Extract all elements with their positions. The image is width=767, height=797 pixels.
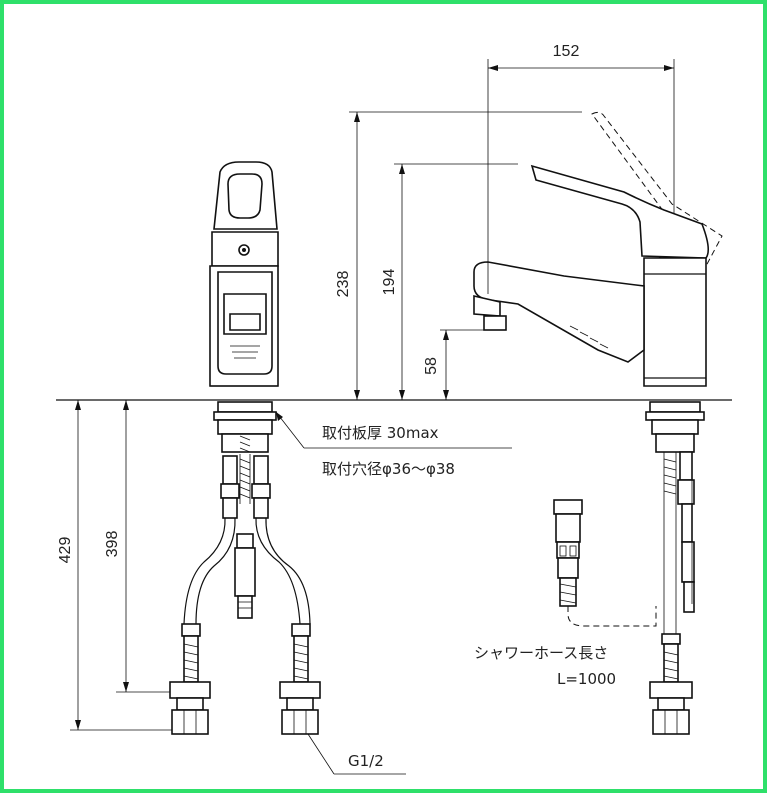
thread-callout: G1/2 (307, 733, 406, 775)
dim-429-label: 429 (57, 537, 74, 564)
dimension-398: 398 (104, 400, 170, 693)
shower-hose-callout: シャワーホース長さ L=1000 (474, 644, 616, 688)
dim-58-label: 58 (423, 357, 440, 375)
dim-194-label: 194 (381, 269, 398, 296)
dimension-152: 152 (487, 43, 675, 294)
shower-hose-l-label: L=1000 (557, 670, 616, 688)
dim-398-label: 398 (104, 531, 121, 558)
dim-152-label: 152 (553, 43, 580, 60)
faucet-technical-drawing: 152 238 194 58 429 398 取付板厚 30max 取付穴 (56, 43, 732, 775)
plate-thickness-label: 取付板厚 30max (322, 424, 439, 442)
side-view (473, 111, 723, 735)
plate-thickness-callout: 取付板厚 30max 取付穴径φ36～φ38 (275, 411, 512, 478)
thread-label: G1/2 (348, 752, 384, 770)
dimension-429: 429 (57, 400, 172, 731)
hole-diameter-label: 取付穴径φ36～φ38 (322, 460, 455, 478)
dimension-58: 58 (423, 329, 488, 400)
dim-238-label: 238 (335, 271, 352, 298)
dimension-238: 238 (335, 111, 582, 400)
dimension-194: 194 (381, 163, 518, 400)
shower-hose-length-label: シャワーホース長さ (474, 644, 608, 662)
shower-hose-detail (553, 499, 657, 627)
front-view (169, 161, 321, 735)
